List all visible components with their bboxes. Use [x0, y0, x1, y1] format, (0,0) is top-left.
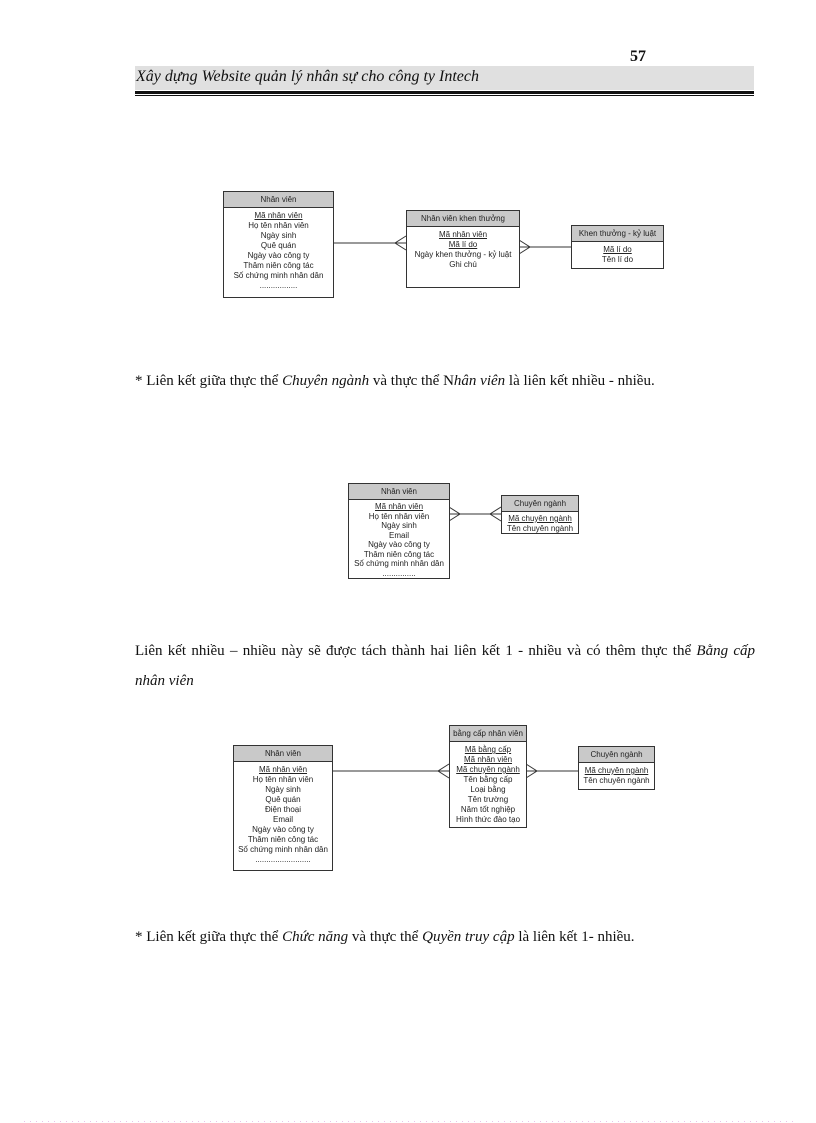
header-rule-thin [135, 95, 754, 96]
entity-title: Nhân viên khen thưởng [407, 211, 519, 227]
attribute-primary-key: Mã lí do [603, 245, 632, 254]
attribute: Ngày vào công ty [252, 825, 314, 834]
attribute: Tên bằng cấp [463, 775, 513, 784]
entity-title: bằng cấp nhân viên [450, 726, 526, 742]
attribute: Tên lí do [601, 255, 634, 264]
entity-khen-thuong-ky-luat: Khen thưởng - kỷ luật Mã lí do Tên lí do [571, 225, 664, 269]
attribute: Tên trường [467, 795, 509, 804]
attribute: Quê quán [265, 795, 301, 804]
page-number: 57 [630, 48, 646, 65]
attribute: Ngày sinh [260, 231, 297, 240]
paragraph-tach-lien-ket: Liên kết nhiều – nhiều này sẽ được tách … [135, 636, 755, 696]
paragraph-chuyen-nganh-nhan-vien: * Liên kết giữa thực thể Chuyên ngành và… [135, 366, 755, 396]
attribute: Tên chuyên ngành [506, 524, 574, 533]
attribute-primary-key: Mã nhân viên [258, 765, 308, 774]
attribute: Ngày vào công ty [368, 540, 430, 549]
attribute-primary-key: Mã lí do [448, 240, 478, 249]
text: Liên kết nhiều – nhiều này sẽ được tách … [135, 643, 697, 659]
paragraph-chuc-nang-quyen-truy-cap: * Liên kết giữa thực thể Chức năng và th… [135, 922, 755, 952]
entity-name-italic: Chức năng [282, 929, 349, 945]
attribute: Số chứng minh nhân dân [354, 559, 444, 568]
attribute-primary-key: Mã nhân viên [463, 755, 513, 764]
header-rule-thick [135, 91, 754, 94]
attribute-primary-key: Mã chuyên ngành [508, 514, 572, 523]
entity-name-italic: Chuyên ngành [282, 373, 370, 389]
entity-nhan-vien-2: Nhân viên Mã nhân viên Họ tên nhân viên … [348, 483, 450, 579]
text: là liên kết nhiều - nhiều. [505, 373, 655, 389]
attribute: Ngày khen thưởng - kỷ luật [414, 250, 512, 259]
attribute: Quê quán [260, 241, 297, 250]
attribute-primary-key: Mã bằng cấp [464, 745, 512, 754]
attribute: Loại bằng [470, 785, 506, 794]
entity-name-italic: hân viên [453, 373, 506, 389]
text: * Liên kết giữa thực thể [135, 929, 283, 945]
text: là liên kết 1- nhiều. [514, 929, 635, 945]
attribute: Họ tên nhân viên [368, 511, 430, 521]
entity-title: Nhân viên [224, 192, 333, 208]
entity-name-italic: Bằng cấp nhân viên [135, 643, 755, 689]
attribute-primary-key: Mã chuyên ngành [584, 766, 649, 775]
attribute: Email [388, 530, 409, 540]
attribute: Số chứng minh nhân dân [238, 845, 328, 854]
entity-title: Nhân viên [349, 484, 449, 500]
attribute-ellipsis: ......................... [255, 855, 311, 864]
entity-nhan-vien-1: Nhân viên Mã nhân viên Họ tên nhân viên … [223, 191, 334, 298]
attribute: Email [272, 815, 293, 824]
text: và thực thể [348, 929, 423, 945]
page-bottom-dotted-border [24, 1121, 794, 1122]
entity-title: Nhân viên [234, 746, 332, 762]
attribute: Hình thức đào tạo [455, 815, 521, 824]
attribute: Ngày sinh [265, 785, 301, 794]
text: và thực thể N [369, 373, 454, 389]
document-title: Xây dựng Website quản lý nhân sự cho côn… [136, 68, 480, 85]
header-band [135, 66, 754, 90]
attribute-primary-key: Mã chuyên ngành [456, 765, 520, 774]
entity-chuyen-nganh-3: Chuyên ngành Mã chuyên ngành Tên chuyên … [578, 746, 655, 790]
text: * Liên kết giữa thực thể [135, 373, 283, 389]
attribute-ellipsis: ................. [259, 281, 298, 290]
attribute-primary-key: Mã nhân viên [438, 230, 488, 239]
attribute: Năm tốt nghiệp [460, 805, 516, 814]
attribute: Ngày vào công ty [247, 251, 310, 260]
attribute: Thâm niên công tác [243, 261, 314, 270]
entity-chuyen-nganh-2: Chuyên ngành Mã chuyên ngành Tên chuyên … [501, 495, 579, 534]
entity-bang-cap-nhan-vien: bằng cấp nhân viên Mã bằng cấp Mã nhân v… [449, 725, 527, 828]
entity-nhan-vien-khen-thuong: Nhân viên khen thưởng Mã nhân viên Mã lí… [406, 210, 520, 288]
entity-title: Chuyên ngành [502, 496, 578, 512]
entity-title: Chuyên ngành [579, 747, 654, 763]
attribute-ellipsis: ............... [382, 568, 416, 578]
attribute: Tên chuyên ngành [583, 776, 650, 785]
attribute: Điện thoại [264, 805, 302, 814]
attribute: Ngày sinh [381, 521, 417, 530]
entity-nhan-vien-3: Nhân viên Mã nhân viên Họ tên nhân viên … [233, 745, 333, 871]
attribute-primary-key: Mã nhân viên [254, 211, 303, 220]
attribute: Thâm niên công tác [247, 835, 319, 844]
attribute: Ghi chú [449, 260, 477, 269]
attribute-primary-key: Mã nhân viên [374, 502, 424, 511]
entity-title: Khen thưởng - kỷ luật [572, 226, 663, 242]
attribute: Số chứng minh nhân dân [233, 271, 324, 280]
entity-name-italic: Quyền truy cập [422, 929, 515, 945]
attribute: Họ tên nhân viên [248, 221, 309, 230]
attribute: Họ tên nhân viên [252, 775, 314, 784]
attribute: Thâm niên công tác [363, 549, 435, 559]
